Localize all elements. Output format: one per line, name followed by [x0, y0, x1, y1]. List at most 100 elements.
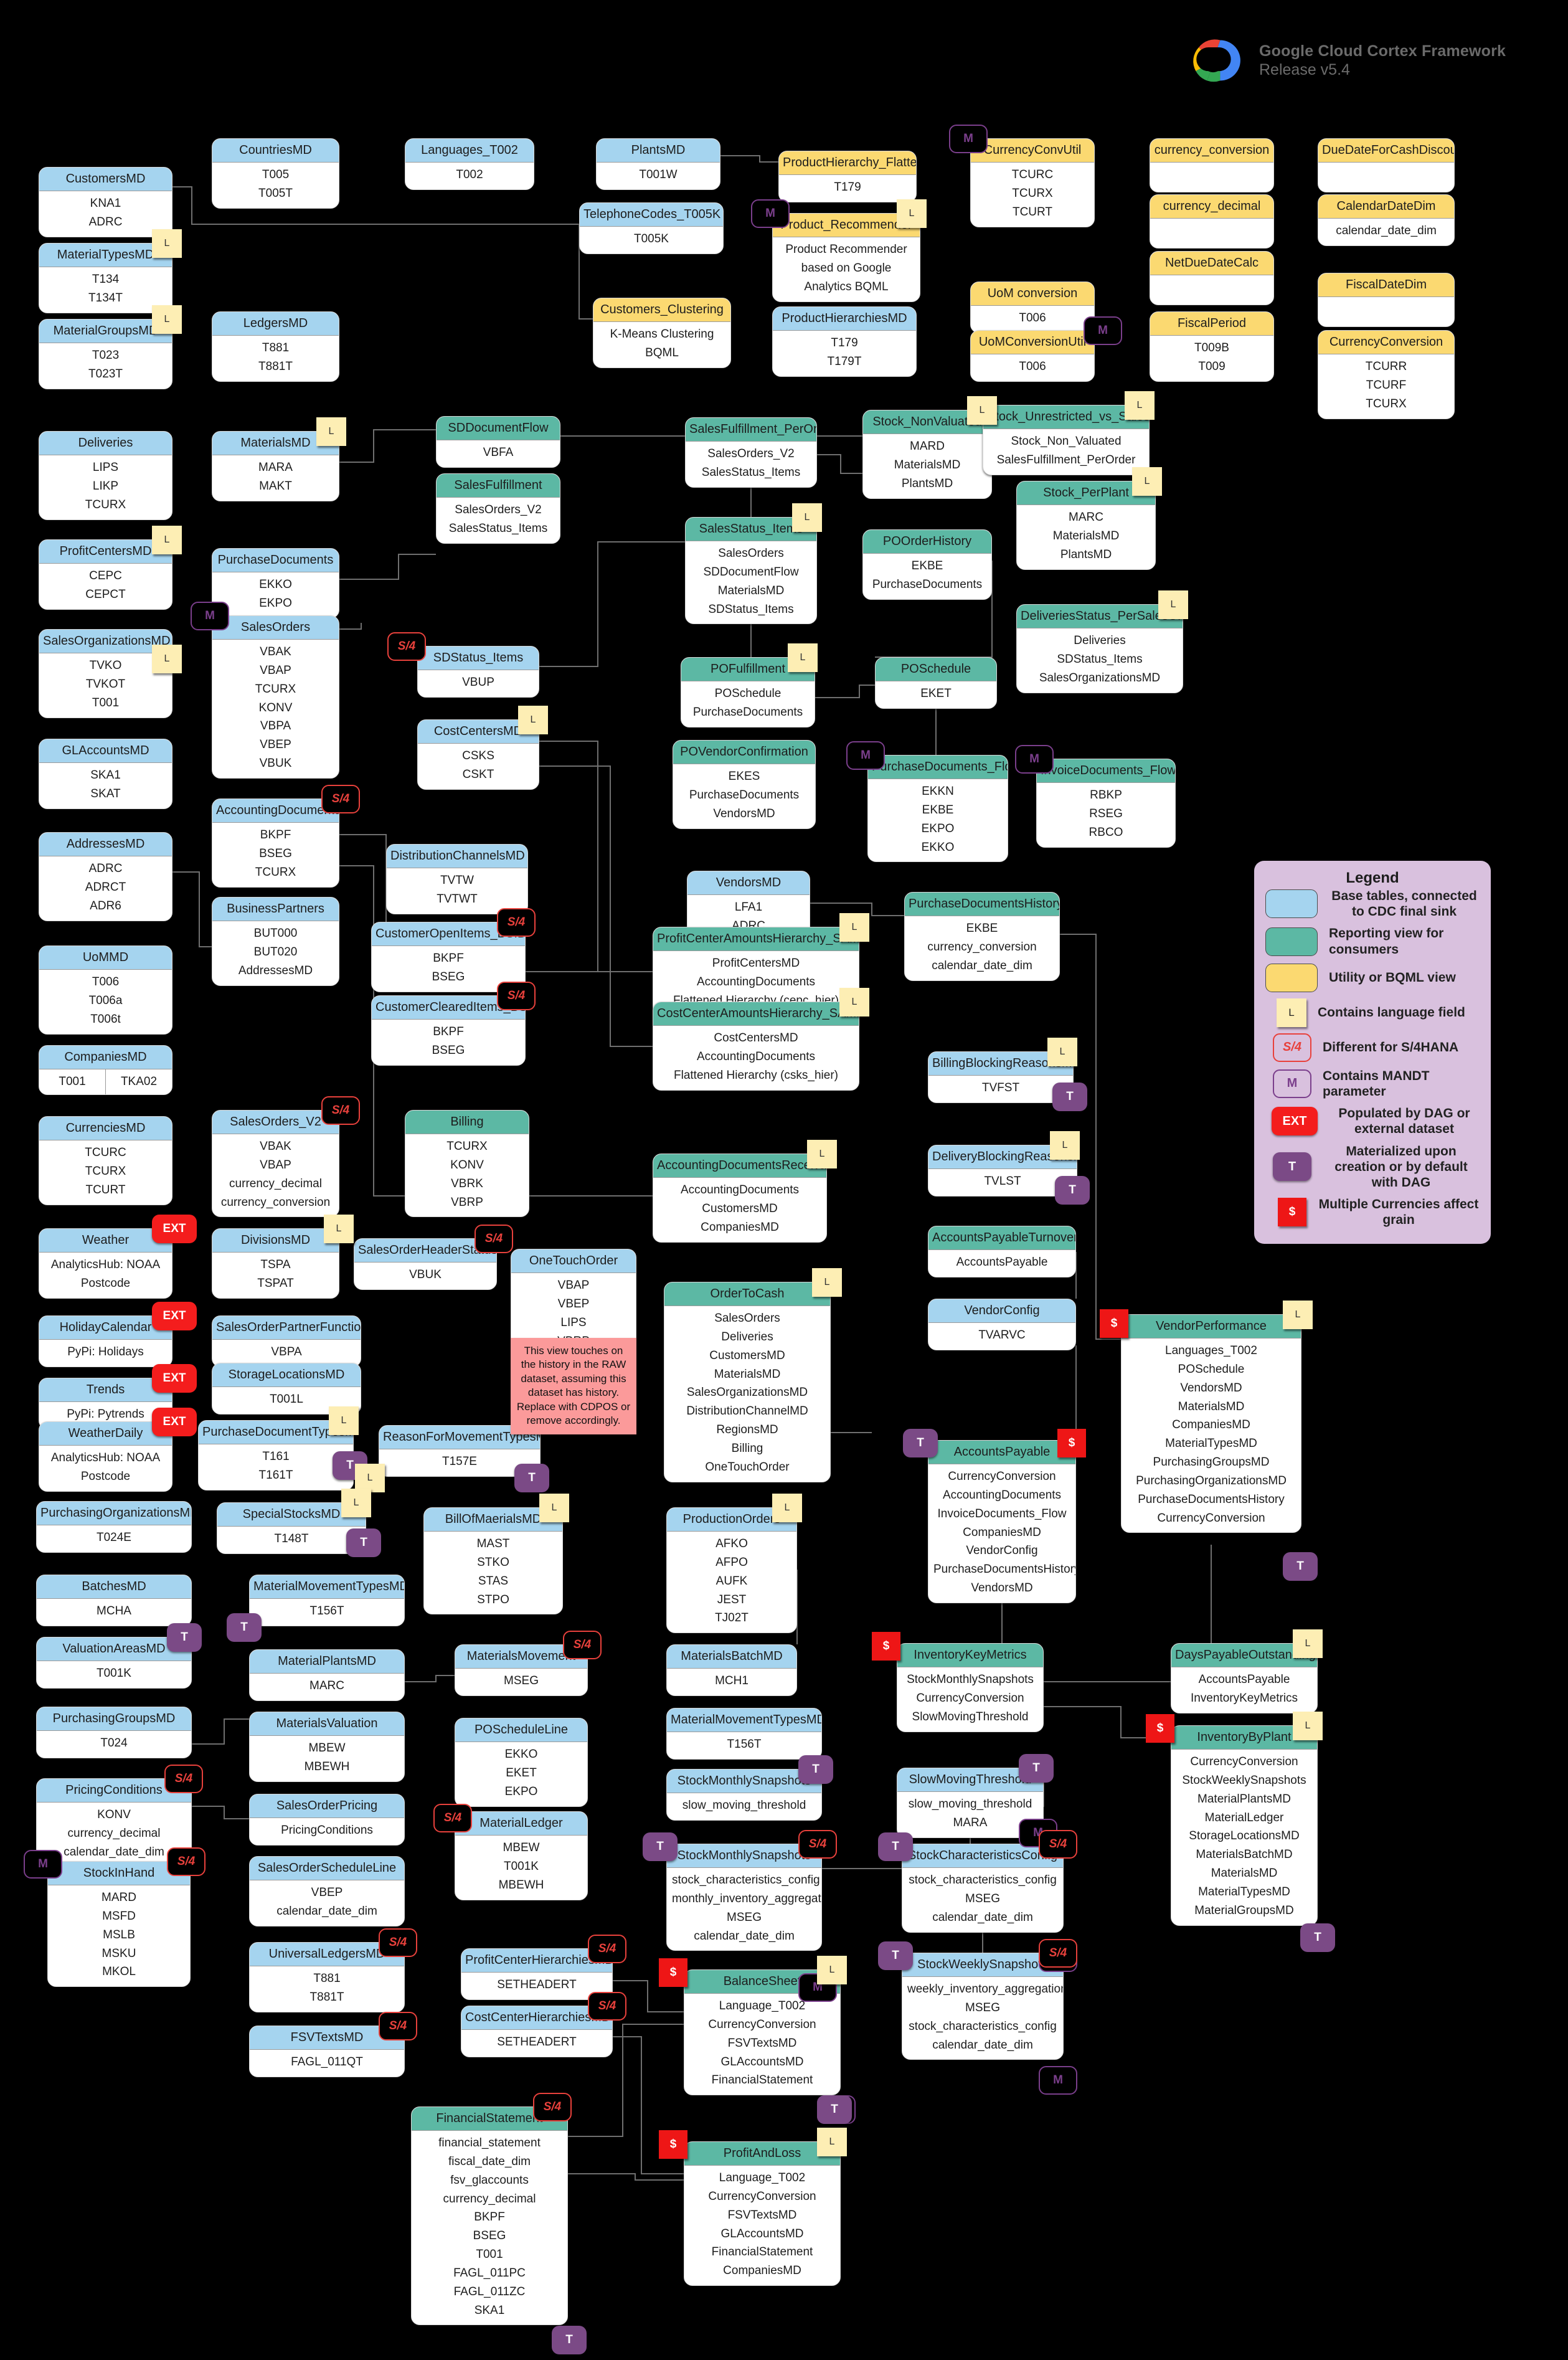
- node-FiscalDateDim[interactable]: FiscalDateDim: [1318, 273, 1455, 327]
- node-source-row: T881: [262, 341, 290, 354]
- node-currency_conversion[interactable]: currency_conversion: [1150, 138, 1274, 192]
- node-NetDueDateCalc[interactable]: NetDueDateCalc: [1150, 251, 1274, 305]
- node-currency_decimal[interactable]: currency_decimal: [1150, 194, 1274, 249]
- node-SalesFulfillment_PerOrder[interactable]: SalesFulfillment_PerOrderSalesOrders_V2S…: [685, 417, 817, 488]
- node-DueDateForCashDiscount[interactable]: DueDateForCashDiscount: [1318, 138, 1455, 192]
- node-ProfitCenterAmountsHierarchy_SAMPLE[interactable]: ProfitCenterAmountsHierarchy_SAMPLEProfi…: [653, 927, 859, 1016]
